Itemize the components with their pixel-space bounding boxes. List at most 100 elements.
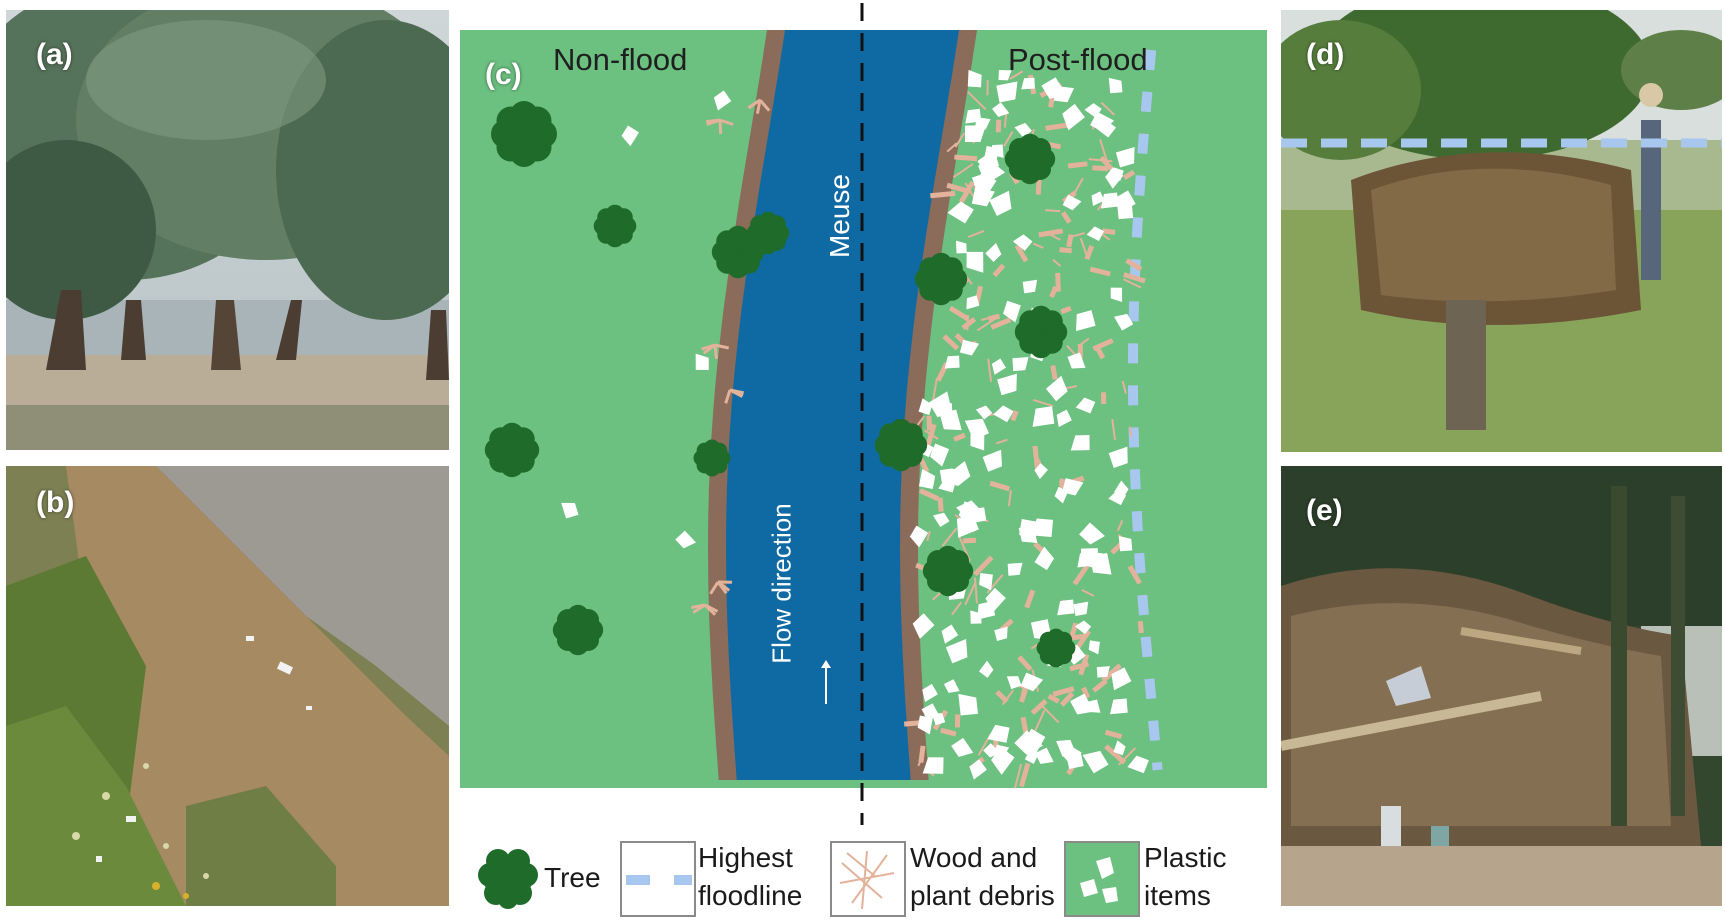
plastic-item — [1067, 352, 1086, 369]
wood-debris — [981, 315, 994, 321]
wood-debris — [992, 263, 1006, 278]
panel-label-e: (e) — [1306, 494, 1343, 527]
wood-debris — [1045, 122, 1070, 131]
wood-debris — [718, 119, 723, 135]
plastic-item — [1034, 463, 1048, 480]
plastic-item — [959, 339, 980, 356]
wood-debris — [1122, 169, 1136, 181]
tree-icon — [491, 101, 557, 167]
tree-icon — [874, 418, 928, 472]
plastic-item — [1056, 409, 1072, 428]
plastic-item — [994, 744, 1010, 757]
wood-debris — [964, 581, 977, 606]
wood-debris — [930, 190, 956, 199]
wood-debris — [1116, 520, 1124, 532]
wood-debris — [1019, 688, 1029, 703]
wood-debris — [953, 163, 974, 179]
plastic-item — [991, 358, 1006, 375]
wood-debris-icon — [839, 850, 895, 910]
wood-debris — [995, 690, 1009, 704]
tree-icon — [914, 252, 968, 306]
wood-debris — [1079, 237, 1089, 258]
wood-debris — [1055, 272, 1061, 292]
wood-debris — [1052, 686, 1075, 697]
wood-debris — [1104, 744, 1127, 765]
plastic-item — [979, 572, 993, 591]
plastic-item — [1032, 406, 1055, 427]
highest-floodline — [1128, 49, 1163, 771]
wood-debris — [1081, 588, 1095, 597]
wood-debris — [1024, 589, 1036, 609]
wood-debris — [1038, 228, 1064, 238]
wood-debris — [1013, 763, 1023, 788]
wood-debris — [1092, 678, 1108, 693]
wood-debris — [973, 555, 994, 577]
photo-b-eroded-bank: (b) — [6, 466, 449, 906]
wood-debris — [1101, 663, 1122, 683]
plastic-item — [958, 501, 980, 527]
plastic-item — [943, 679, 960, 693]
wood-debris — [724, 389, 732, 404]
plastic-item — [1114, 313, 1134, 331]
river-name-label: Meuse — [824, 173, 855, 259]
wood-debris — [1125, 258, 1143, 272]
plastic-item — [1115, 147, 1135, 168]
wood-debris — [1092, 338, 1114, 352]
wood-debris — [1050, 365, 1058, 380]
wood-debris — [1003, 131, 1014, 147]
legend-tree-label: Tree — [544, 862, 601, 893]
plastic-item — [996, 81, 1018, 103]
wood-debris — [987, 358, 993, 382]
wood-debris — [1014, 244, 1029, 263]
plastic-item — [922, 683, 938, 703]
plastic-item — [1003, 300, 1021, 323]
wood-debris — [1104, 729, 1123, 740]
wood-debris — [1009, 70, 1024, 80]
plastic-item — [1022, 279, 1038, 294]
plastic-item — [971, 187, 995, 207]
wood-debris — [1099, 139, 1109, 164]
plastic-item — [675, 530, 697, 549]
wood-debris — [1018, 762, 1031, 788]
legend-plastic-label-line1: Plastic — [1144, 842, 1227, 873]
plastic-item — [973, 171, 997, 199]
plastic-item — [951, 737, 974, 758]
plastic-item — [917, 715, 933, 735]
plastic-item — [1023, 728, 1046, 755]
legend: Tree Highest floodline Wood and plant de… — [460, 795, 1267, 920]
wood-debris — [967, 230, 985, 239]
wood-debris — [1111, 419, 1116, 441]
wood-debris — [1060, 211, 1072, 224]
wood-debris — [702, 343, 716, 355]
wood-debris — [1045, 209, 1061, 213]
wood-debris — [1089, 266, 1111, 277]
wood-debris — [719, 118, 734, 126]
wood-debris — [951, 601, 962, 616]
plastic-item — [1012, 356, 1029, 372]
wood-debris — [755, 99, 762, 114]
plastic-item — [1118, 536, 1133, 552]
plastic-item — [922, 757, 944, 774]
tree-icon — [484, 422, 540, 478]
plastic-item — [992, 102, 1010, 118]
wood-debris — [1070, 232, 1085, 239]
schematic-diagram-c: (c) Non-flood Post-flood Meuse Flow dire… — [460, 30, 1267, 788]
legend-plastic-swatch — [1064, 841, 1140, 917]
plastic-item — [1007, 562, 1023, 576]
plastic-item — [1084, 103, 1102, 118]
plastic-item — [970, 432, 985, 451]
wood-debris — [948, 305, 970, 322]
wood-debris — [919, 488, 940, 502]
plastic-item — [997, 373, 1017, 396]
wood-debris — [1059, 247, 1072, 254]
panel-label-b: (b) — [36, 486, 75, 519]
wood-debris — [1122, 278, 1142, 289]
plastic-item — [912, 613, 935, 639]
legend-floodline-label-line2: floodline — [698, 880, 803, 911]
plastic-item — [1088, 640, 1100, 655]
legend-floodline-swatch — [620, 841, 696, 917]
plastic-item — [1114, 480, 1129, 498]
wood-debris — [946, 142, 958, 153]
plastic-item — [998, 69, 1012, 81]
plastic-item — [978, 159, 993, 177]
